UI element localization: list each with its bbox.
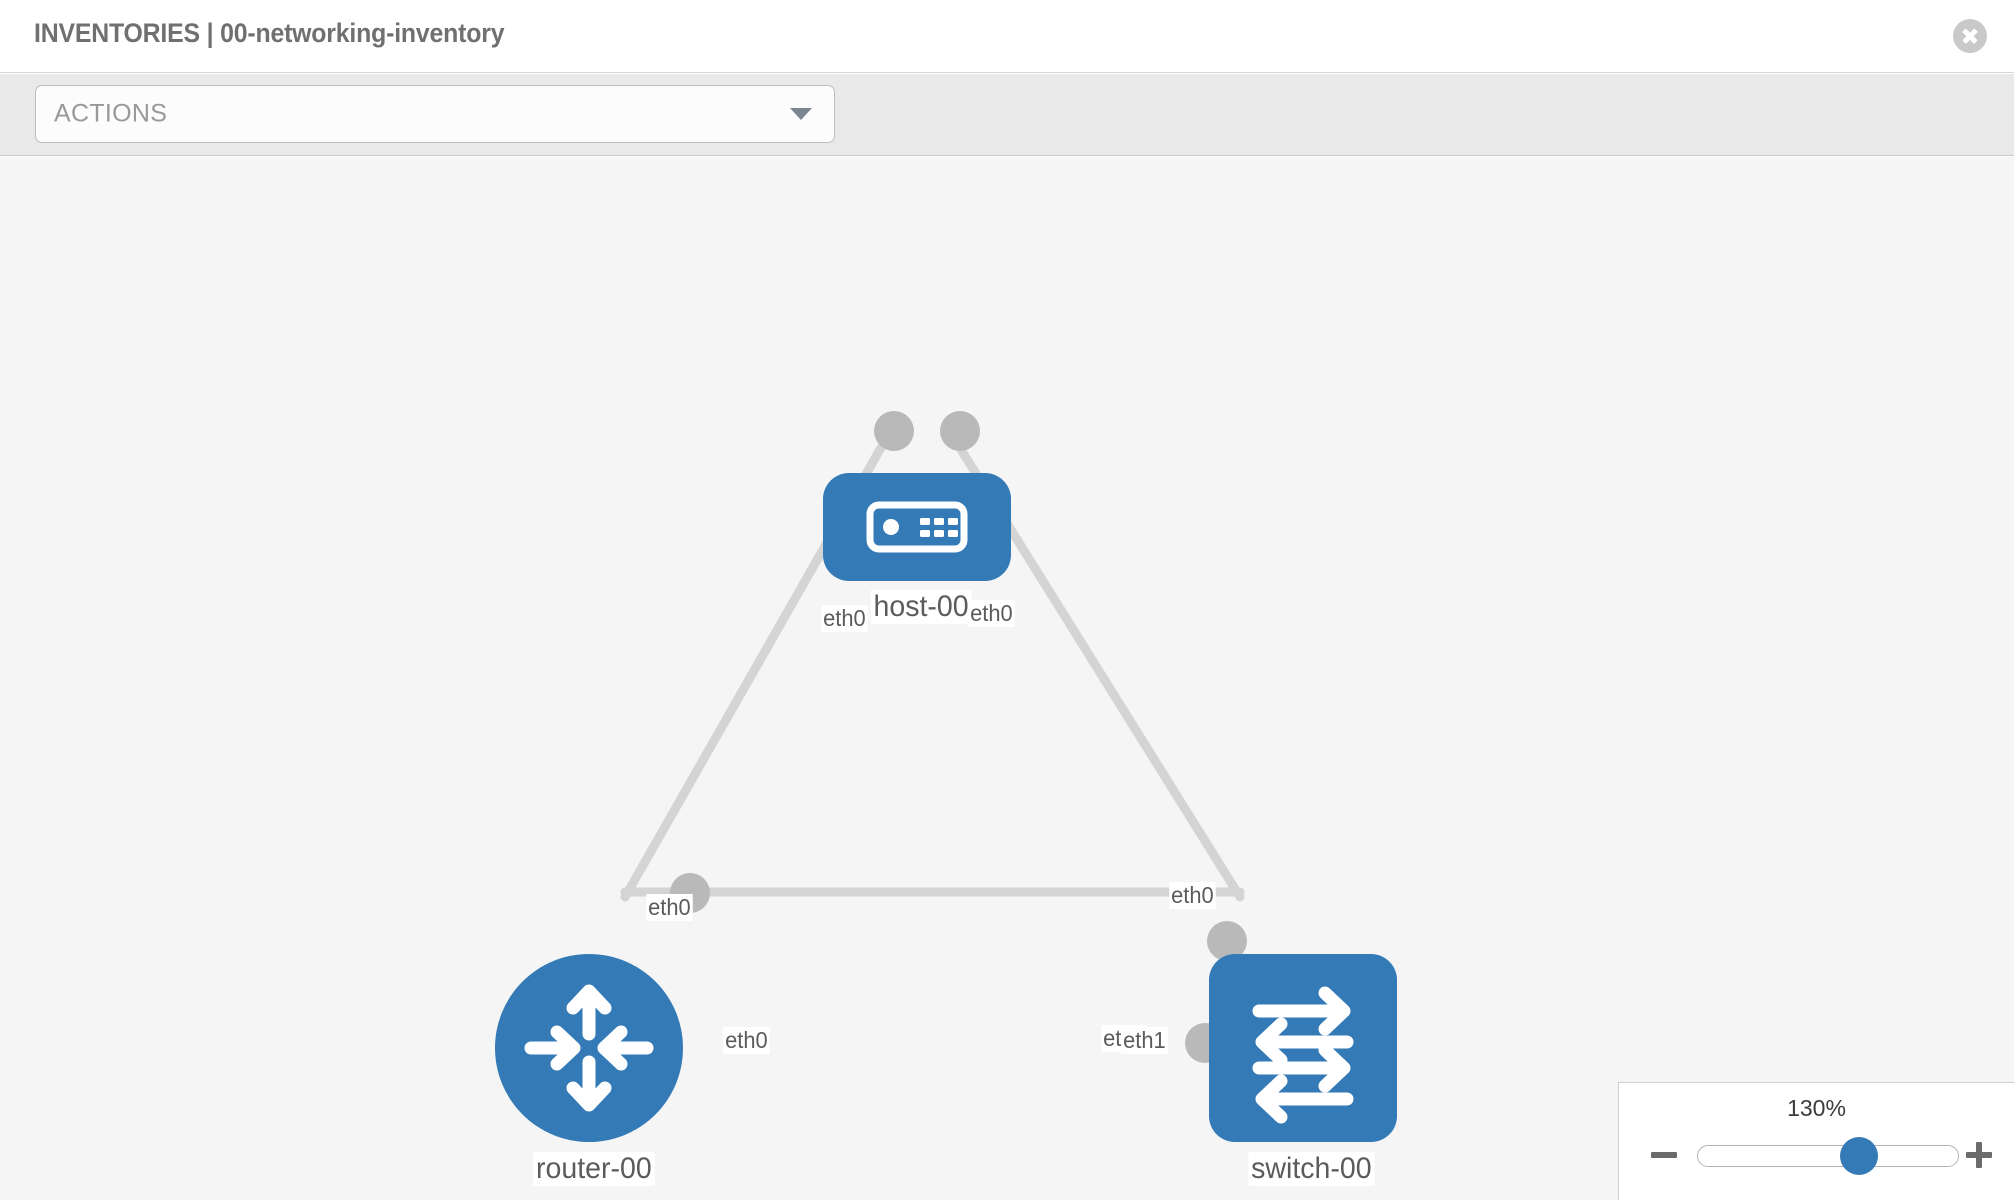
router-node-shape [495,954,683,1142]
switch-arrows-icon [1252,986,1354,1124]
iface-label-switch-left-b: eth1 [1121,1027,1168,1054]
topology-links [620,427,1245,902]
router-arrows-icon [524,984,654,1112]
chevron-down-icon [790,108,812,120]
page-header: INVENTORIES | 00-networking-inventory [0,0,2014,73]
zoom-control-panel: 130% [1618,1082,2014,1200]
zoom-slider[interactable] [1697,1137,1959,1175]
zoom-in-button[interactable] [1962,1138,1996,1172]
connector-nub-host-right[interactable] [940,411,980,451]
iface-label-host-right: eth0 [968,600,1015,627]
zoom-level-value: 130% [1787,1095,1846,1121]
topology-canvas[interactable]: host-00 eth0 eth0 [0,157,2014,1200]
host-node-shape [823,473,1011,581]
page-title: INVENTORIES | 00-networking-inventory [34,18,505,48]
connector-nub-host-left[interactable] [874,411,914,451]
iface-label-router-right: eth0 [723,1027,770,1054]
iface-label-host-left: eth0 [821,605,868,632]
iface-label-router-up: eth0 [646,894,693,921]
actions-dropdown-label: ACTIONS [54,99,168,128]
node-label-host-00: host-00 [870,590,972,624]
node-label-switch-00: switch-00 [1248,1152,1375,1186]
zoom-out-button[interactable] [1647,1138,1681,1172]
node-label-router-00: router-00 [533,1152,655,1186]
toolbar: ACTIONS SEARCH [0,74,2014,217]
actions-dropdown[interactable]: ACTIONS [35,85,835,143]
server-icon [866,501,968,553]
switch-node-shape [1209,954,1397,1142]
close-icon[interactable] [1953,19,1987,53]
iface-label-switch-up: eth0 [1169,882,1216,909]
zoom-slider-handle[interactable] [1840,1137,1879,1175]
